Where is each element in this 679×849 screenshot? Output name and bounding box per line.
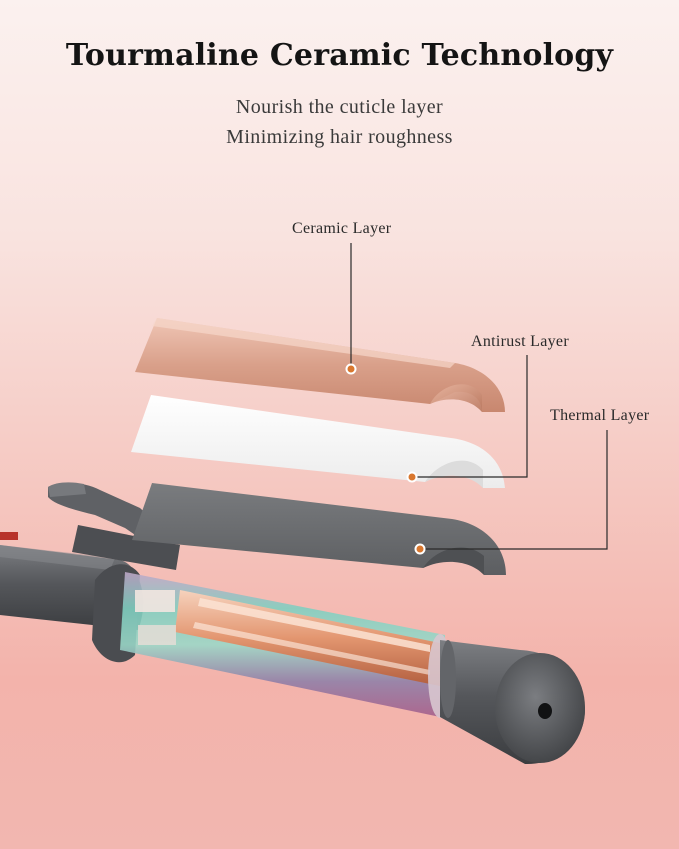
- thermal-dot-icon: [416, 545, 424, 553]
- thermal-layer-shell: [132, 483, 506, 575]
- antirust-callout-line: [412, 355, 528, 478]
- thermal-callout-line: [420, 430, 608, 550]
- ceramic-dot-icon: [347, 365, 355, 373]
- callout-lines: [350, 243, 608, 550]
- cool-tip: [440, 640, 585, 765]
- ceramic-layer-shell: [135, 318, 505, 412]
- antirust-layer-shell: [131, 395, 505, 488]
- subtitle-line-1: Nourish the cuticle layer: [235, 96, 444, 118]
- thermal-layer-label: Thermal Layer: [550, 407, 650, 424]
- antirust-dot-icon: [408, 473, 416, 481]
- transparent-barrel: [120, 572, 452, 718]
- subtitle-line-2: Minimizing hair roughness: [226, 126, 453, 148]
- tip-hole-icon: [538, 703, 552, 719]
- callout-dots: [345, 363, 426, 555]
- antirust-layer-label: Antirust Layer: [471, 333, 569, 350]
- page-title: Tourmaline Ceramic Technology: [65, 38, 614, 73]
- indicator-light-icon: [0, 532, 18, 540]
- ceramic-layer-label: Ceramic Layer: [292, 220, 392, 237]
